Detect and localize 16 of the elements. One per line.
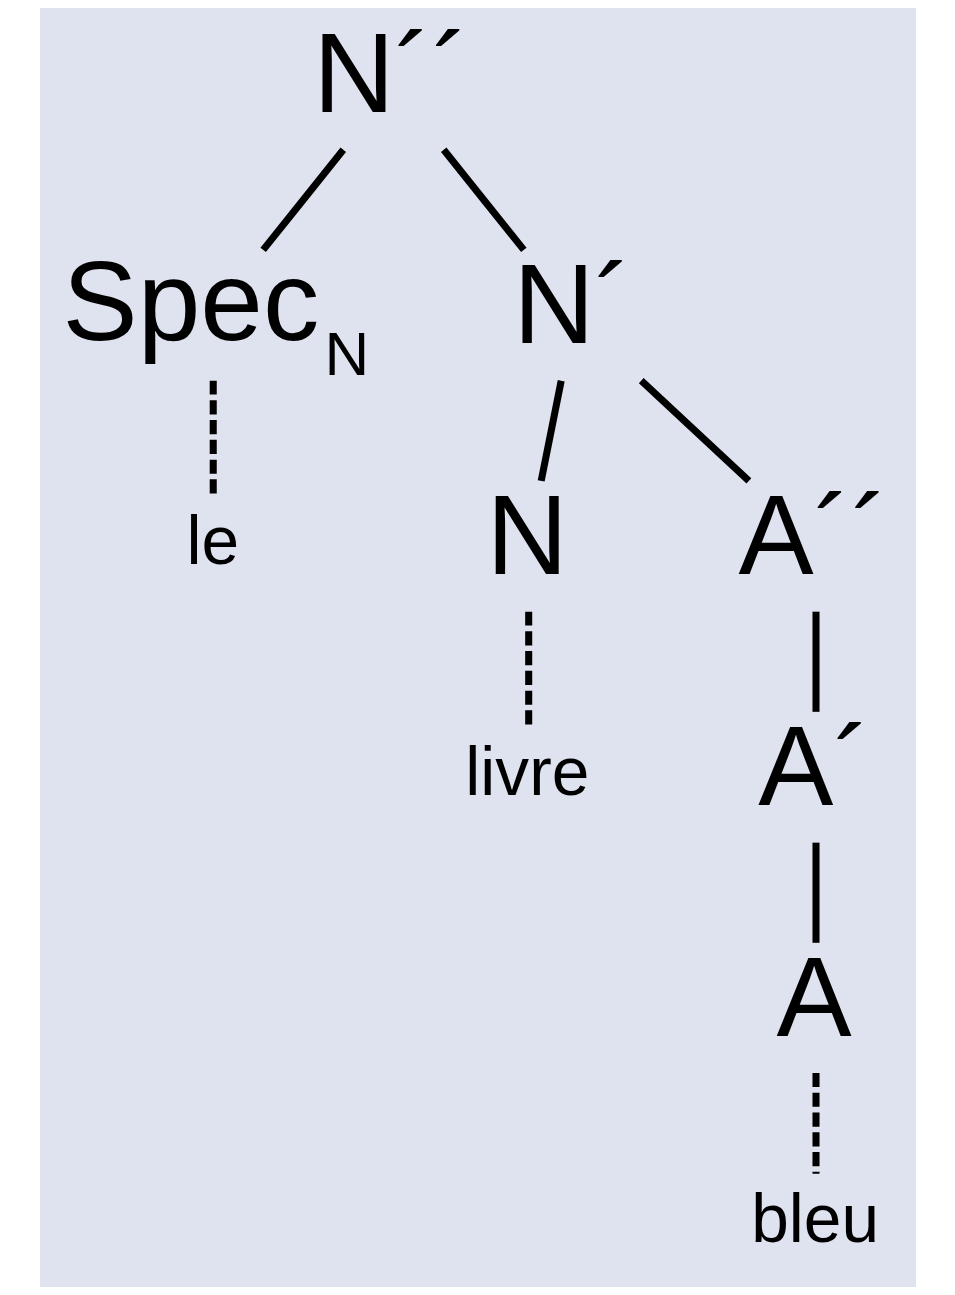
node-text: N (485, 472, 568, 599)
connector (259, 147, 346, 253)
node-text: N´´ (312, 10, 470, 137)
connector (209, 380, 217, 496)
node-text: A (776, 934, 852, 1061)
connector (524, 611, 532, 727)
connector (537, 380, 565, 482)
node-text: livre (464, 733, 589, 809)
node-text: le (185, 502, 239, 578)
connector (440, 147, 527, 253)
node-text: N´ (512, 241, 632, 368)
node-text: A´´ (738, 472, 889, 599)
node-text: A´ (757, 703, 871, 830)
node-text: Spec$_{N}$ (62, 238, 369, 388)
node-text: bleu (750, 1181, 879, 1257)
connector (638, 378, 751, 484)
